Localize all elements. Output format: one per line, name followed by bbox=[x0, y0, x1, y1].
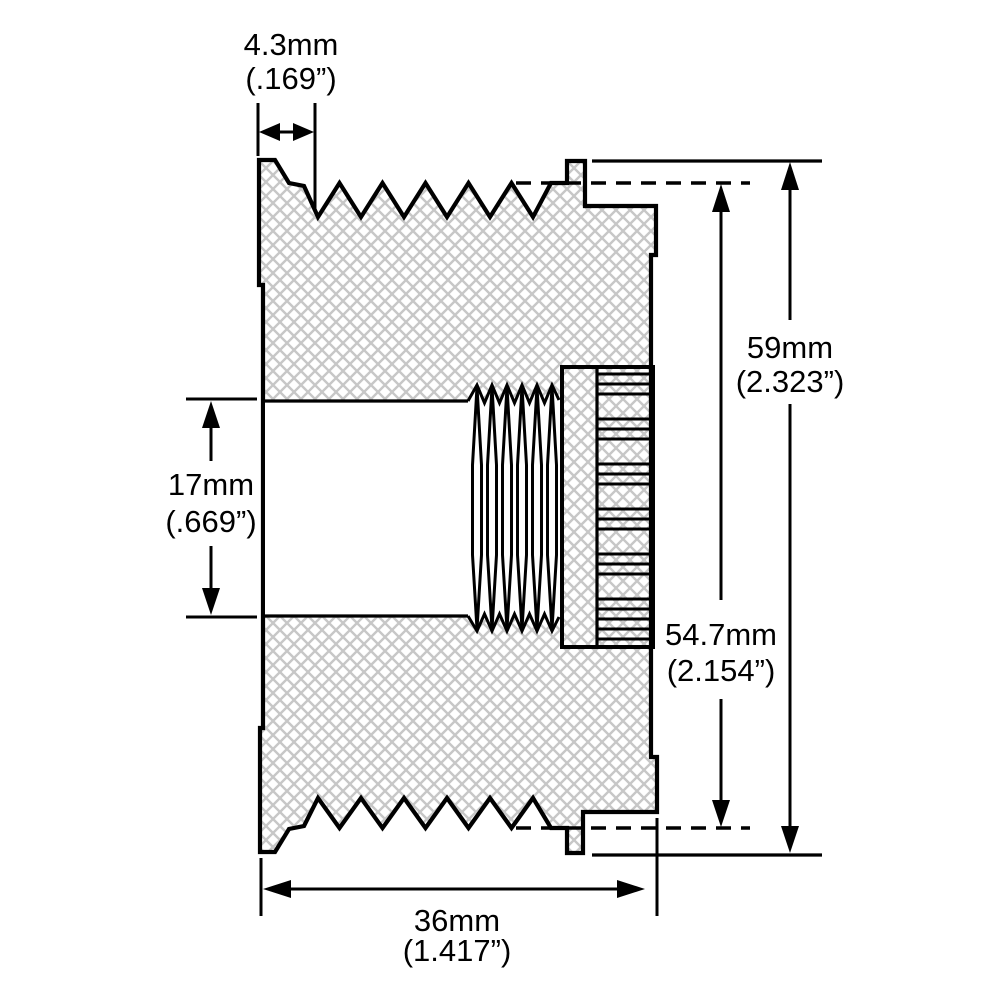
flange-label-mm: 54.7mm bbox=[665, 617, 777, 652]
outer-label-mm: 59mm bbox=[747, 330, 833, 365]
spline-teeth bbox=[597, 372, 651, 641]
outer-arrow-down bbox=[781, 826, 799, 853]
spline-shaft-body bbox=[560, 365, 655, 649]
pulley-body bbox=[256, 157, 660, 856]
bore-label-mm: 17mm bbox=[168, 467, 254, 502]
thread-crests bbox=[471, 386, 558, 630]
width-arrow-right bbox=[617, 880, 645, 898]
thread-profile bbox=[466, 381, 561, 635]
dimension-outer-diameter: 59mm (2.323”) bbox=[736, 162, 845, 853]
outer-arrow-up bbox=[781, 162, 799, 190]
width-label-inch: (1.417”) bbox=[403, 933, 512, 968]
reference-lines bbox=[516, 159, 822, 857]
dimension-groove-pitch: 4.3mm (.169”) bbox=[244, 27, 339, 211]
spline-shaft bbox=[560, 365, 655, 649]
bore-label-inch: (.669”) bbox=[165, 504, 256, 539]
flange-label-inch: (2.154”) bbox=[667, 653, 776, 688]
thread-bottom-zigzag bbox=[466, 610, 561, 635]
groove-pitch-label-mm: 4.3mm bbox=[244, 27, 339, 62]
width-label-mm: 36mm bbox=[414, 903, 500, 938]
thread-top-zigzag bbox=[466, 381, 561, 407]
flange-arrow-down bbox=[712, 800, 730, 827]
groove-pitch-arrow-left bbox=[259, 123, 280, 141]
outer-label-inch: (2.323”) bbox=[736, 364, 845, 399]
dimension-bore-diameter: 17mm (.669”) bbox=[165, 397, 257, 619]
bore-arrow-up bbox=[202, 401, 220, 428]
width-arrow-left bbox=[263, 880, 291, 898]
bore-arrow-down bbox=[202, 588, 220, 615]
dimension-flange-diameter: 54.7mm (2.154”) bbox=[665, 184, 777, 827]
groove-pitch-arrow-right bbox=[293, 123, 314, 141]
flange-arrow-up bbox=[712, 184, 730, 212]
dimension-overall-width: 36mm (1.417”) bbox=[259, 818, 659, 968]
groove-pitch-label-inch: (.169”) bbox=[245, 61, 336, 96]
